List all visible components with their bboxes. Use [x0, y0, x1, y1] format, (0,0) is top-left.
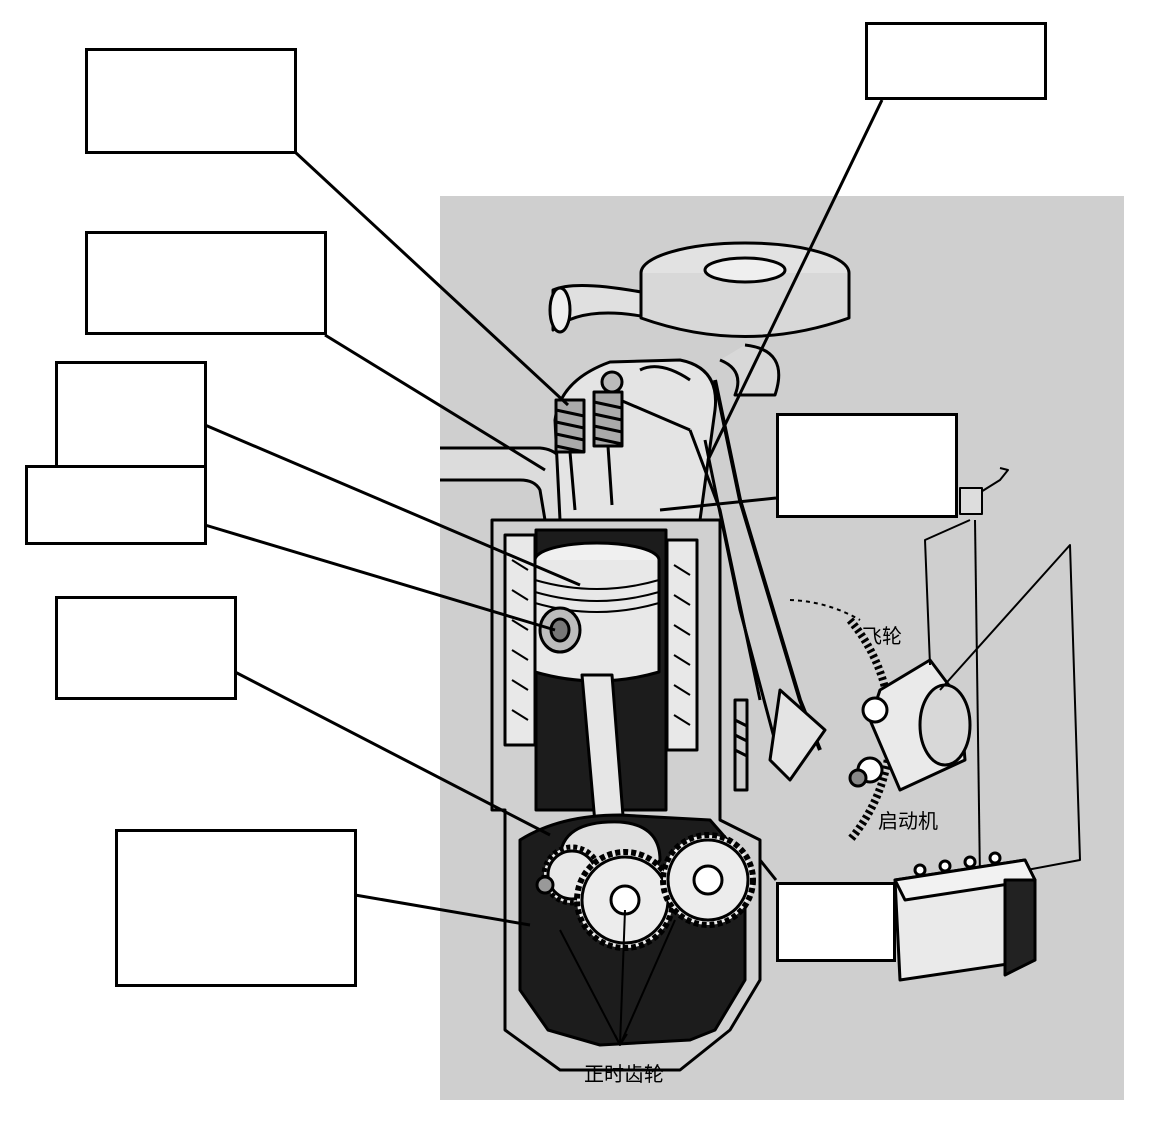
- blank-label-box-6[interactable]: [776, 413, 958, 518]
- flywheel: [789, 599, 895, 843]
- electrical-wiring: [924, 467, 1081, 881]
- blank-label-box-8[interactable]: [115, 829, 357, 987]
- starter-motor: [848, 658, 972, 792]
- spark-plug: [733, 698, 749, 792]
- leader-lines: [204, 99, 884, 927]
- timing-gear-crank: [574, 849, 676, 951]
- blank-label-box-3[interactable]: [85, 231, 327, 335]
- air-filter: [548, 241, 851, 397]
- blank-label-box-1[interactable]: [85, 48, 297, 154]
- timing-gears-label: 正时齿轮: [584, 1062, 664, 1086]
- water-jacket-left: [503, 533, 537, 747]
- valve-springs: [554, 390, 624, 511]
- push-rods: [688, 379, 827, 782]
- water-jacket-right: [665, 538, 699, 752]
- timing-gear-cam: [660, 832, 756, 928]
- flywheel-label: 飞轮: [862, 624, 902, 648]
- blank-label-box-7[interactable]: [55, 596, 237, 700]
- battery: [893, 851, 1037, 982]
- starter-label: 启动机: [878, 809, 938, 833]
- blank-label-box-2[interactable]: [865, 22, 1047, 100]
- blank-label-box-5[interactable]: [25, 465, 207, 545]
- blank-label-box-9[interactable]: [776, 882, 896, 962]
- timing-gear-arrows: [559, 909, 676, 1046]
- piston: [533, 541, 661, 683]
- blank-label-box-4[interactable]: [55, 361, 207, 469]
- intake-manifold: [440, 446, 577, 522]
